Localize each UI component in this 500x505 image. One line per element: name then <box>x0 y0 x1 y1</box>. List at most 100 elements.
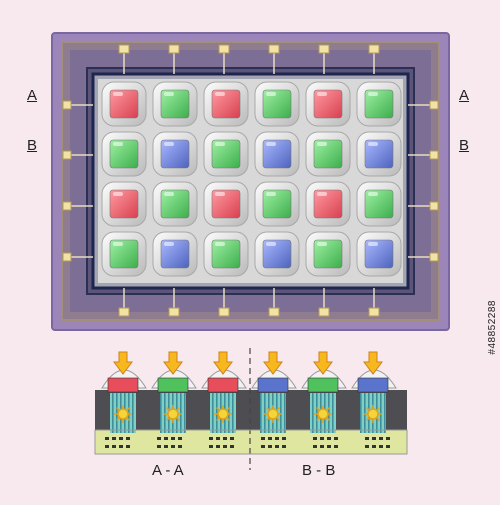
photodiode-ray <box>266 407 270 411</box>
filter-highlight <box>368 242 378 246</box>
section-mark-a-right: A <box>459 87 470 104</box>
light-arrow <box>163 351 183 375</box>
photodiode <box>267 408 279 420</box>
circuit-mark <box>334 445 338 448</box>
bond-pad-left <box>62 252 72 262</box>
filter-highlight <box>215 142 225 146</box>
filter-highlight <box>215 242 225 246</box>
photodiode <box>117 408 129 420</box>
section-mark-a-left: A <box>27 87 38 104</box>
pixel-green <box>305 231 351 277</box>
color-filter-green <box>262 189 292 219</box>
circuit-mark <box>275 445 279 448</box>
photodiode-ray <box>216 417 220 421</box>
pixel-red <box>305 81 351 127</box>
circuit-mark <box>268 437 272 440</box>
bond-pad-bottom <box>168 307 180 317</box>
circuit-mark <box>282 437 286 440</box>
stock-id-text: #48852288 <box>487 300 498 355</box>
photodiode-ray <box>316 407 320 411</box>
bond-pad-left <box>62 150 72 160</box>
photodiode <box>217 408 229 420</box>
photodiode-ray <box>366 407 370 411</box>
photodiode-ray <box>326 407 330 411</box>
photodiode-ray <box>126 417 130 421</box>
section-mark-b-right: B <box>459 137 470 154</box>
pixel-green <box>101 131 147 177</box>
bond-pad-top <box>268 44 280 54</box>
filter-highlight <box>266 192 276 196</box>
photodiode-ray <box>176 407 180 411</box>
color-filter-green <box>160 189 190 219</box>
color-filter-green <box>109 239 139 269</box>
photodiode-ray <box>376 417 380 421</box>
circuit-mark <box>313 437 317 440</box>
photodiode-ray <box>166 407 170 411</box>
filter-highlight <box>164 92 174 96</box>
color-filter-green <box>364 189 394 219</box>
pixel-blue <box>152 231 198 277</box>
bond-pad-right <box>429 100 439 110</box>
color-filter-red <box>313 189 343 219</box>
pixel-blue <box>152 131 198 177</box>
circuit-mark <box>365 445 369 448</box>
circuit-mark <box>327 445 331 448</box>
circuit-mark <box>372 437 376 440</box>
section-label-a: A - A <box>152 462 184 479</box>
filter-highlight <box>113 192 123 196</box>
pixel-green <box>305 131 351 177</box>
photodiode-ray <box>116 407 120 411</box>
circuit-mark <box>157 445 161 448</box>
circuit-mark <box>164 437 168 440</box>
color-filter-red <box>107 377 139 393</box>
color-filter-green <box>211 139 241 169</box>
filter-highlight <box>368 142 378 146</box>
circuit-mark <box>223 437 227 440</box>
bond-pad-right <box>429 201 439 211</box>
color-filter-blue <box>364 139 394 169</box>
pixel-green <box>101 231 147 277</box>
pixel-green <box>203 231 249 277</box>
circuit-mark <box>178 445 182 448</box>
filter-highlight <box>266 242 276 246</box>
bond-pad-right <box>429 150 439 160</box>
bond-pad-top <box>168 44 180 54</box>
pixel-blue <box>356 131 402 177</box>
circuit-mark <box>126 445 130 448</box>
cross-pixel-green <box>151 351 197 433</box>
filter-highlight <box>164 142 174 146</box>
photodiode-ray <box>276 417 280 421</box>
photodiode-ray <box>366 417 370 421</box>
pixel-green <box>356 81 402 127</box>
circuit-mark <box>230 445 234 448</box>
filter-highlight <box>113 142 123 146</box>
section-mark-b-left: B <box>27 137 38 154</box>
die-surface <box>98 79 403 283</box>
photodiode-ray <box>376 407 380 411</box>
pixel-red <box>101 81 147 127</box>
circuit-mark <box>112 437 116 440</box>
photodiode-ray <box>326 417 330 421</box>
circuit-mark <box>119 437 123 440</box>
circuit-mark <box>223 445 227 448</box>
pixel-blue <box>254 131 300 177</box>
circuit-mark <box>164 445 168 448</box>
circuit-mark <box>216 437 220 440</box>
circuit-mark <box>178 437 182 440</box>
circuit-mark <box>171 445 175 448</box>
circuit-mark <box>261 437 265 440</box>
pixel-red <box>305 181 351 227</box>
bond-pad-top <box>218 44 230 54</box>
bond-pad-bottom <box>118 307 130 317</box>
pixel-red <box>203 81 249 127</box>
photodiode-ray <box>126 407 130 411</box>
color-filter-blue <box>262 139 292 169</box>
circuit-mark <box>209 437 213 440</box>
circuit-mark <box>313 445 317 448</box>
filter-highlight <box>266 142 276 146</box>
cross-pixel-green <box>301 351 347 433</box>
color-filter-green <box>307 377 339 393</box>
pixel-green <box>152 81 198 127</box>
color-filter-blue <box>262 239 292 269</box>
